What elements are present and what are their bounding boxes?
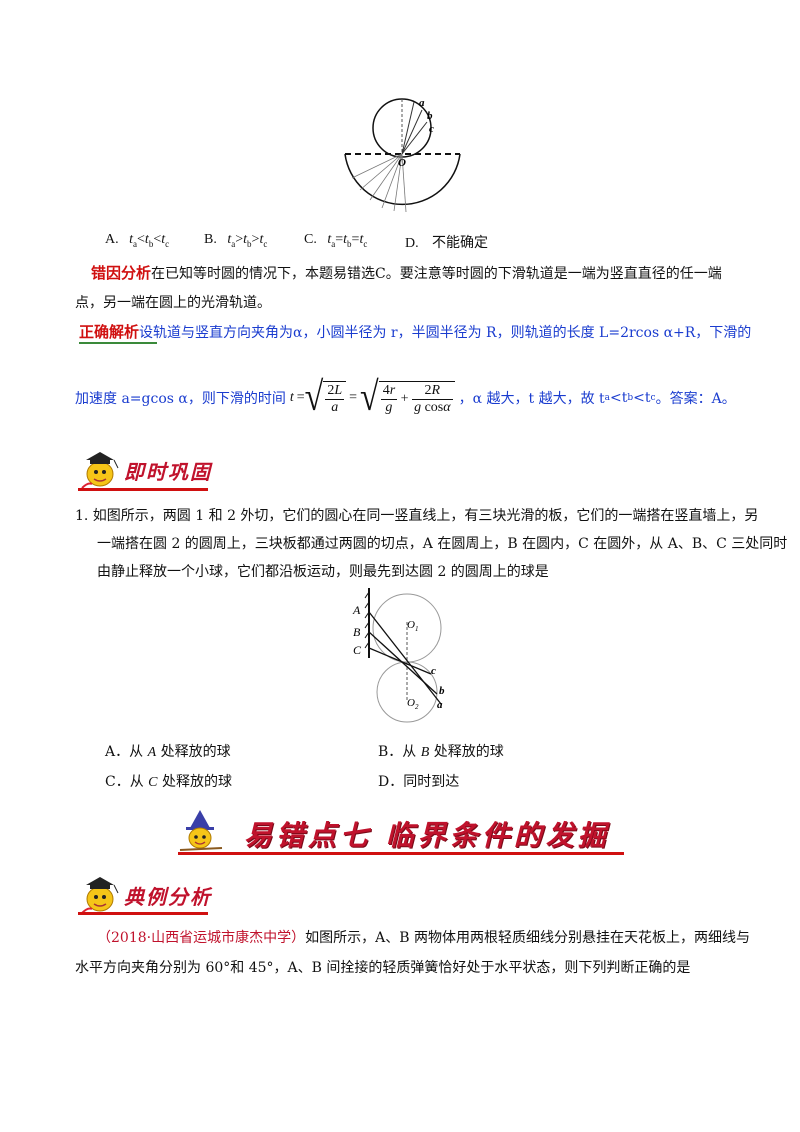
prev-option-d: D. 不能确定 xyxy=(405,235,488,251)
fig2-label-O2: O2 xyxy=(407,697,419,711)
section-consolidate-underline xyxy=(78,488,208,491)
label-o: O xyxy=(398,157,406,169)
correct-analysis-tag: 正确解析 xyxy=(79,323,140,341)
figure-two-circles: A B C O1 O2 c b a xyxy=(352,588,445,723)
fig2-label-B: B xyxy=(353,625,361,639)
large-semicircle xyxy=(344,153,461,206)
example-source: （2018·山西省运城市康杰中学） xyxy=(97,930,306,946)
correct-analysis-underline xyxy=(79,342,157,344)
error-analysis-line2: 点，另一端在圆上的光滑轨道。 xyxy=(75,295,271,311)
question1-line1: 1. 如图所示，两圆 1 和 2 外切，它们的圆心在同一竖直线上，有三块光滑的板… xyxy=(75,508,759,524)
section-example-underline xyxy=(78,912,208,915)
fig2-label-O1: O1 xyxy=(407,619,418,633)
error-analysis-line1: 错因分析在已知等时圆的情况下，本题易错选C。要注意等时圆的下滑轨道是一端为竖直直… xyxy=(91,264,722,282)
prev-option-a: A. ta<tb<tc xyxy=(105,232,170,249)
example-line2: 水平方向夹角分别为 60°和 45°，A、B 间拴接的轻质弹簧恰好处于水平状态，… xyxy=(75,960,691,976)
correct-analysis-line1: 正确解析设轨道与竖直方向夹角为α，小圆半径为 r，半圆半径为 R，则轨道的长度 … xyxy=(79,323,752,341)
q1-option-a: A．从 A 处释放的球 xyxy=(105,744,231,760)
section-example-header: 典例分析 xyxy=(78,875,212,915)
q1-option-b: B．从 B 处释放的球 xyxy=(378,744,504,760)
prev-option-c: C. ta=tb=tc xyxy=(304,232,368,249)
fig2-label-a: a xyxy=(437,699,443,711)
mascot-icon xyxy=(81,877,119,914)
label-a: a xyxy=(419,97,425,109)
fig2-label-C: C xyxy=(353,643,362,657)
banner: 易错点七 临界条件的发掘 xyxy=(178,808,624,856)
fig2-label-A: A xyxy=(352,603,361,617)
question1-line3: 由静止释放一个小球，它们都沿板运动，则最先到达圆 2 的圆周上的球是 xyxy=(97,564,549,580)
mascot-icon xyxy=(81,452,119,489)
figure-isochronous-circle: a b c O xyxy=(344,97,461,213)
question1-line2: 一端搭在圆 2 的圆周上，三块板都通过两圆的切点，A 在圆周上，B 在圆内，C … xyxy=(97,536,788,552)
q1-option-d: D．同时到达 xyxy=(378,774,460,790)
q1-option-c: C．从 C 处释放的球 xyxy=(105,774,232,790)
banner-title: 易错点七 临界条件的发掘 xyxy=(244,819,610,852)
wizard-mascot-icon xyxy=(179,810,223,851)
example-line1: （2018·山西省运城市康杰中学）如图所示，A、B 两物体用两根轻质细线分别悬挂… xyxy=(97,930,750,946)
error-analysis-tag: 错因分析 xyxy=(91,264,152,282)
fig2-label-c: c xyxy=(431,665,436,677)
section-consolidate-title: 即时巩固 xyxy=(124,459,212,484)
fig2-label-b: b xyxy=(439,685,445,697)
section-example-title: 典例分析 xyxy=(124,884,212,909)
section-consolidate-header: 即时巩固 xyxy=(78,450,212,490)
label-b: b xyxy=(427,110,433,122)
prev-option-b: B. ta>tb>tc xyxy=(204,232,268,249)
label-c: c xyxy=(429,123,434,135)
